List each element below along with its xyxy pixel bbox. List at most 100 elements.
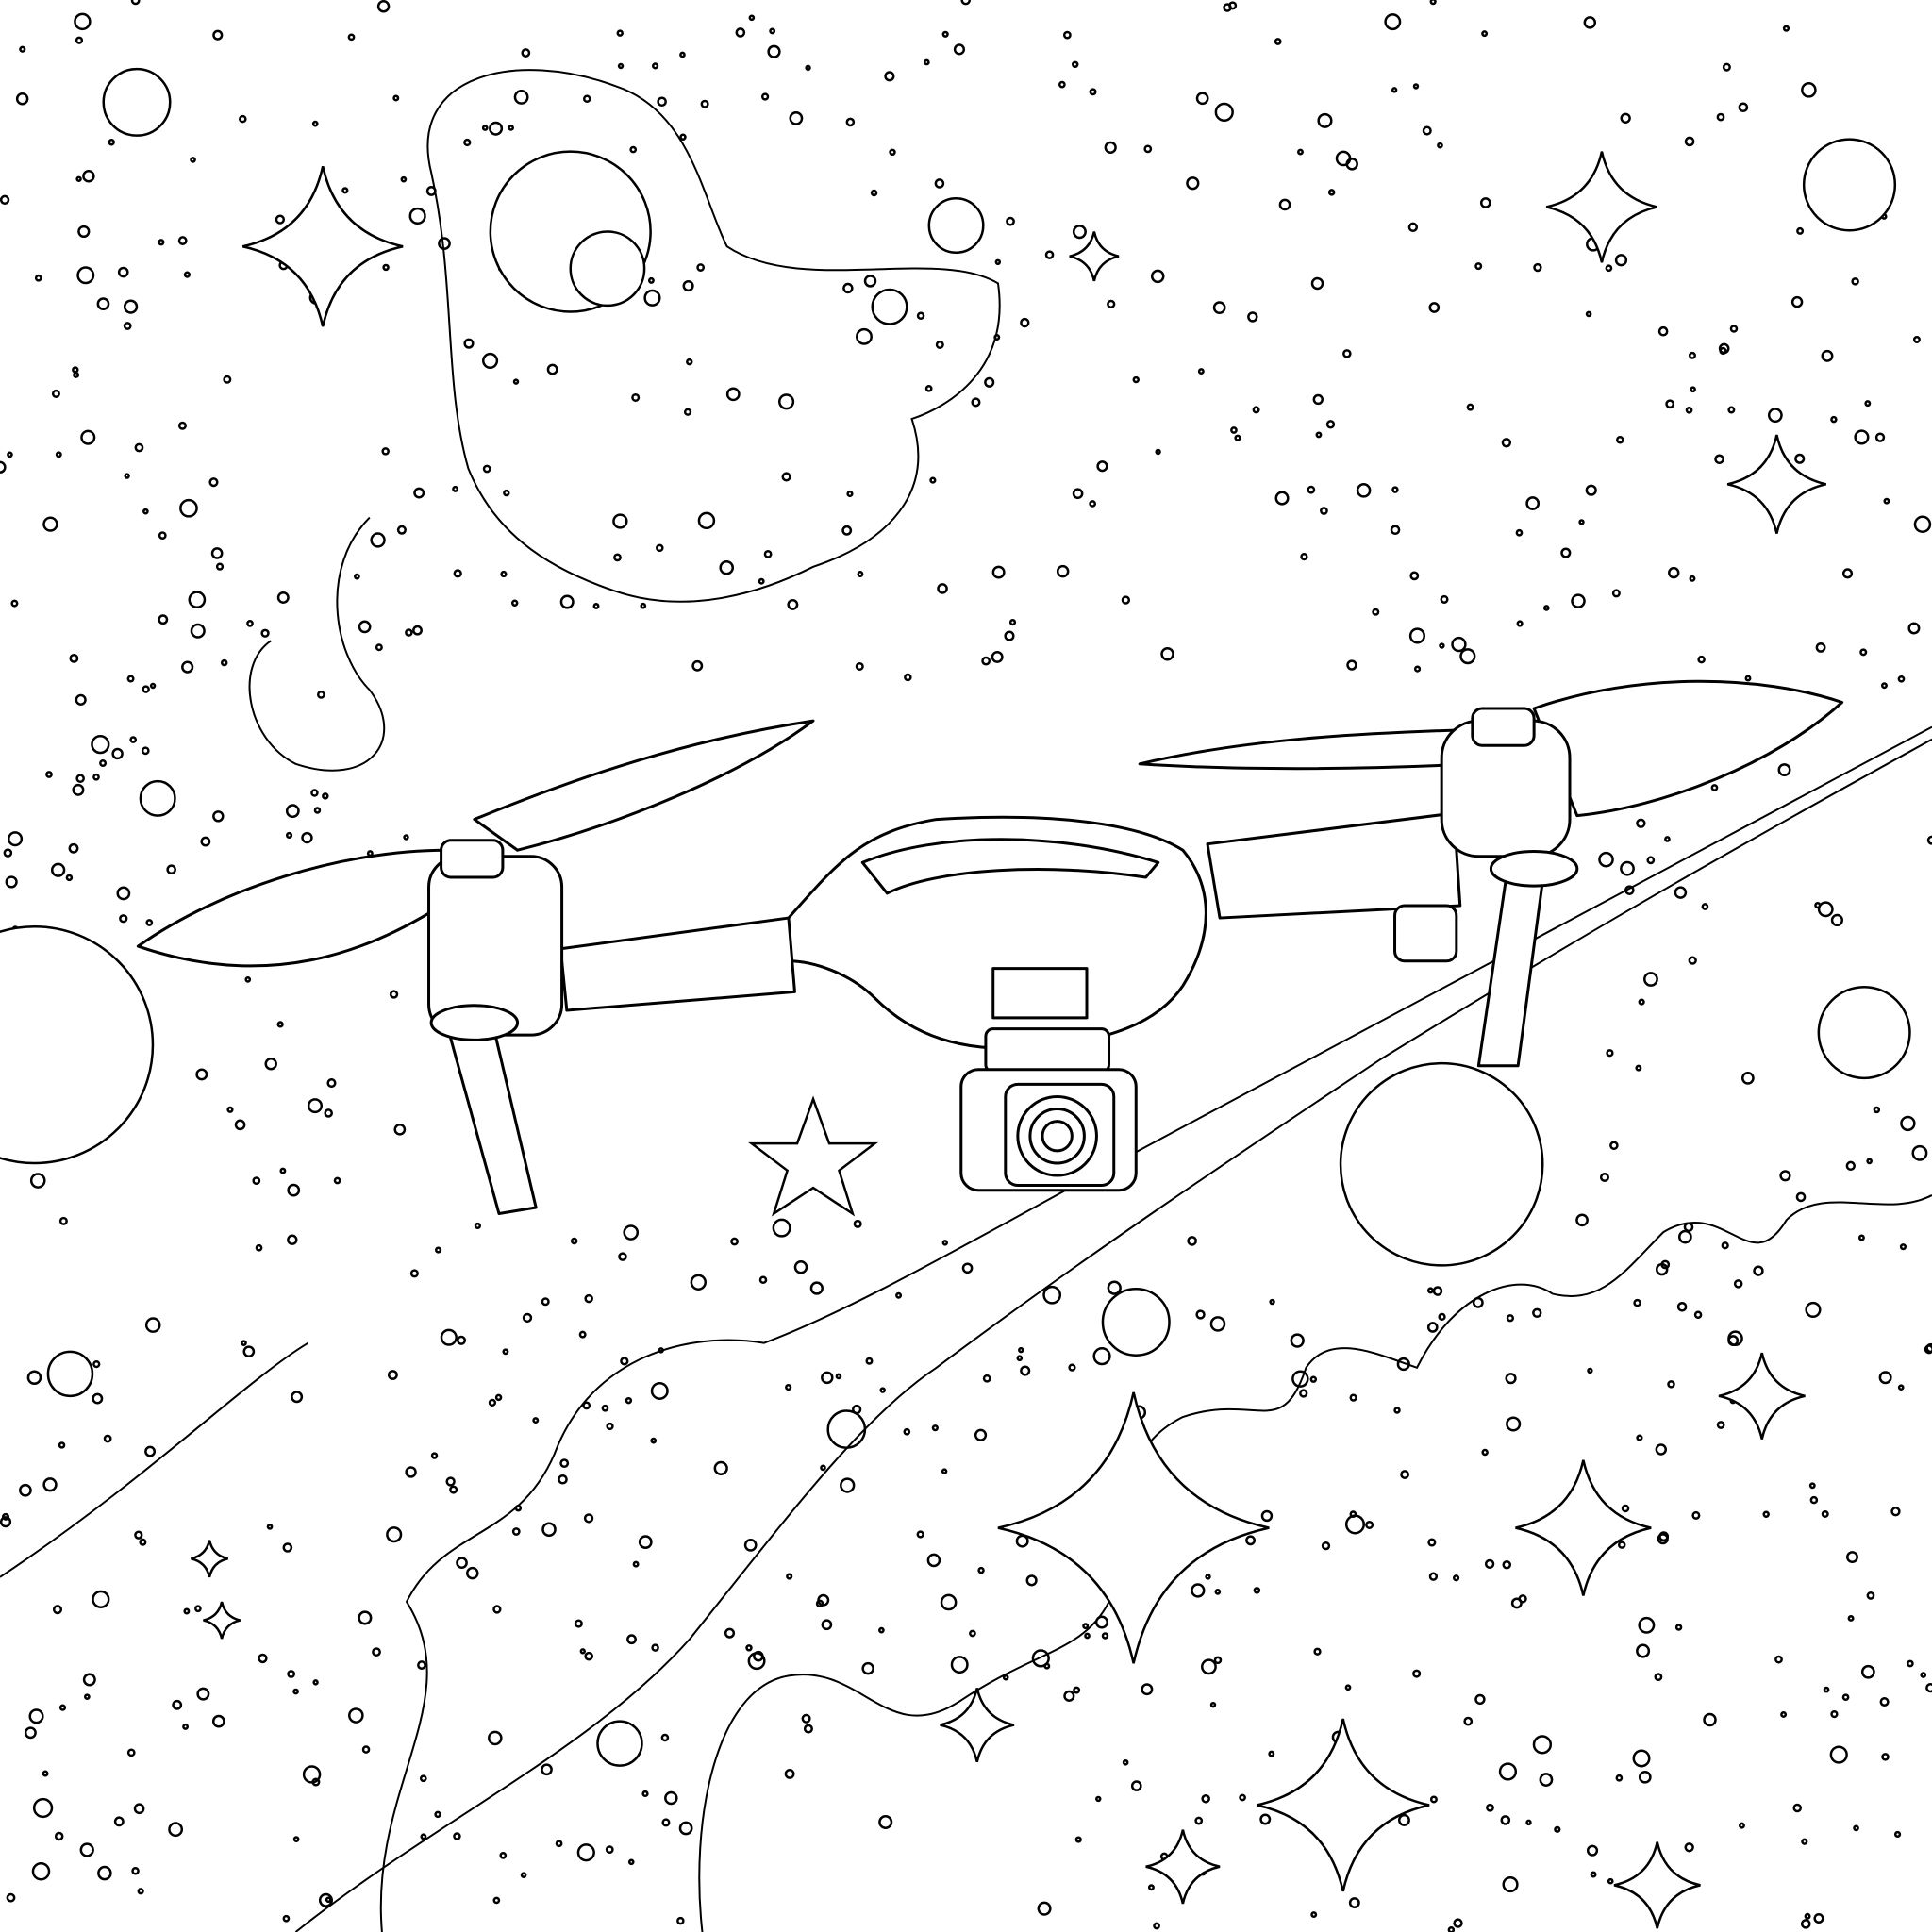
- star-dot: [1764, 1512, 1769, 1517]
- star-dot: [1637, 1066, 1641, 1070]
- planet: [1103, 1289, 1170, 1356]
- star-dot: [1913, 1146, 1926, 1159]
- star-dot: [1580, 520, 1584, 524]
- star-dot: [1512, 1599, 1521, 1607]
- star-dot: [415, 489, 424, 497]
- star-dot: [1074, 1688, 1078, 1692]
- star-dot: [681, 135, 686, 140]
- star-dot: [522, 1874, 525, 1877]
- star-dot: [1357, 484, 1370, 496]
- star-dot: [1132, 1782, 1141, 1790]
- drone-rotor-cap: [441, 841, 503, 877]
- star-dot: [1831, 417, 1836, 422]
- star-dot: [436, 1248, 441, 1253]
- star-dot: [619, 64, 623, 68]
- star-dot: [1254, 408, 1258, 412]
- star-dot: [823, 1621, 831, 1629]
- star-dot: [1622, 114, 1630, 123]
- star-dot: [17, 93, 27, 104]
- star-dot: [1486, 1560, 1493, 1568]
- star-dot: [937, 341, 943, 348]
- star-dot: [1482, 31, 1486, 35]
- planet: [0, 926, 153, 1163]
- star-dot: [174, 1701, 181, 1708]
- star-dot: [475, 1224, 480, 1228]
- star-dot: [1504, 1877, 1518, 1891]
- star-dot: [1882, 684, 1886, 688]
- star-dot: [996, 260, 1000, 264]
- star-dot: [490, 123, 502, 135]
- star-dot: [1637, 1645, 1649, 1657]
- star-dot: [76, 38, 82, 43]
- star-dot: [74, 373, 77, 376]
- star-dot: [52, 864, 64, 876]
- star-dot: [12, 601, 17, 606]
- star-dot: [817, 1601, 823, 1607]
- sparkle-star: [1546, 152, 1657, 263]
- star-dot: [1802, 1920, 1809, 1927]
- star-dot: [168, 866, 175, 874]
- star-dot: [115, 1818, 123, 1825]
- star-dot: [77, 775, 84, 782]
- star-dot: [1431, 1797, 1436, 1802]
- star-dot: [1562, 549, 1571, 558]
- star-dot: [905, 1429, 909, 1434]
- star-dot: [1740, 1824, 1743, 1827]
- star-dot: [1004, 1675, 1008, 1679]
- star-dot: [1659, 327, 1667, 335]
- star-dot: [454, 1834, 459, 1840]
- star-dot: [1769, 409, 1781, 422]
- star-dot: [1347, 158, 1357, 169]
- star-dot: [378, 1, 389, 11]
- star-dot: [1189, 1237, 1196, 1244]
- star-dot: [1617, 1775, 1622, 1780]
- star-dot: [1315, 1649, 1321, 1655]
- star-dot: [1927, 1344, 1932, 1352]
- nebula-outline: [427, 70, 999, 602]
- star-dot: [289, 1185, 299, 1195]
- star-dot: [1690, 958, 1696, 964]
- star-dot: [483, 354, 497, 368]
- star-dot: [314, 1680, 318, 1684]
- star-dot: [1197, 1311, 1205, 1319]
- star-dot: [1391, 526, 1399, 534]
- star-dot: [151, 684, 155, 688]
- star-dot: [1635, 1300, 1641, 1306]
- star-dot: [837, 1374, 841, 1378]
- star-dot: [289, 1671, 294, 1676]
- star-dot: [210, 478, 218, 486]
- star-dot: [1321, 508, 1326, 513]
- star-dot: [663, 1820, 670, 1826]
- star-dot: [1343, 350, 1350, 357]
- star-dot: [928, 1555, 940, 1566]
- star-dot: [1619, 1542, 1624, 1548]
- star-dot: [760, 1277, 766, 1283]
- star-dot: [769, 46, 780, 58]
- star-dot: [1214, 303, 1224, 313]
- star-dot: [857, 329, 871, 343]
- star-dot: [93, 1394, 102, 1403]
- star-dot: [1843, 570, 1852, 578]
- star-dot: [418, 1661, 425, 1668]
- star-dot: [1856, 431, 1869, 444]
- star-dot: [1196, 1818, 1202, 1824]
- star-dot: [1401, 1471, 1407, 1477]
- star-dot: [905, 675, 910, 680]
- star-dot: [1074, 225, 1086, 238]
- star-dot: [402, 177, 406, 181]
- star-dot: [1797, 1193, 1805, 1201]
- star-dot: [1411, 573, 1418, 579]
- star-dot: [1255, 1588, 1259, 1592]
- star-dot: [142, 748, 148, 754]
- star-dot: [1083, 1624, 1087, 1627]
- star-dot: [1103, 1634, 1108, 1639]
- star-dot: [725, 1629, 734, 1638]
- star-dot: [1271, 1300, 1274, 1304]
- star-dot: [685, 409, 691, 415]
- sparkle-star: [1146, 1830, 1220, 1904]
- star-dot: [1892, 1507, 1900, 1515]
- star-dot: [872, 191, 876, 195]
- star-dot: [918, 1532, 924, 1538]
- star-dot: [159, 533, 165, 539]
- star-dot: [1314, 395, 1323, 404]
